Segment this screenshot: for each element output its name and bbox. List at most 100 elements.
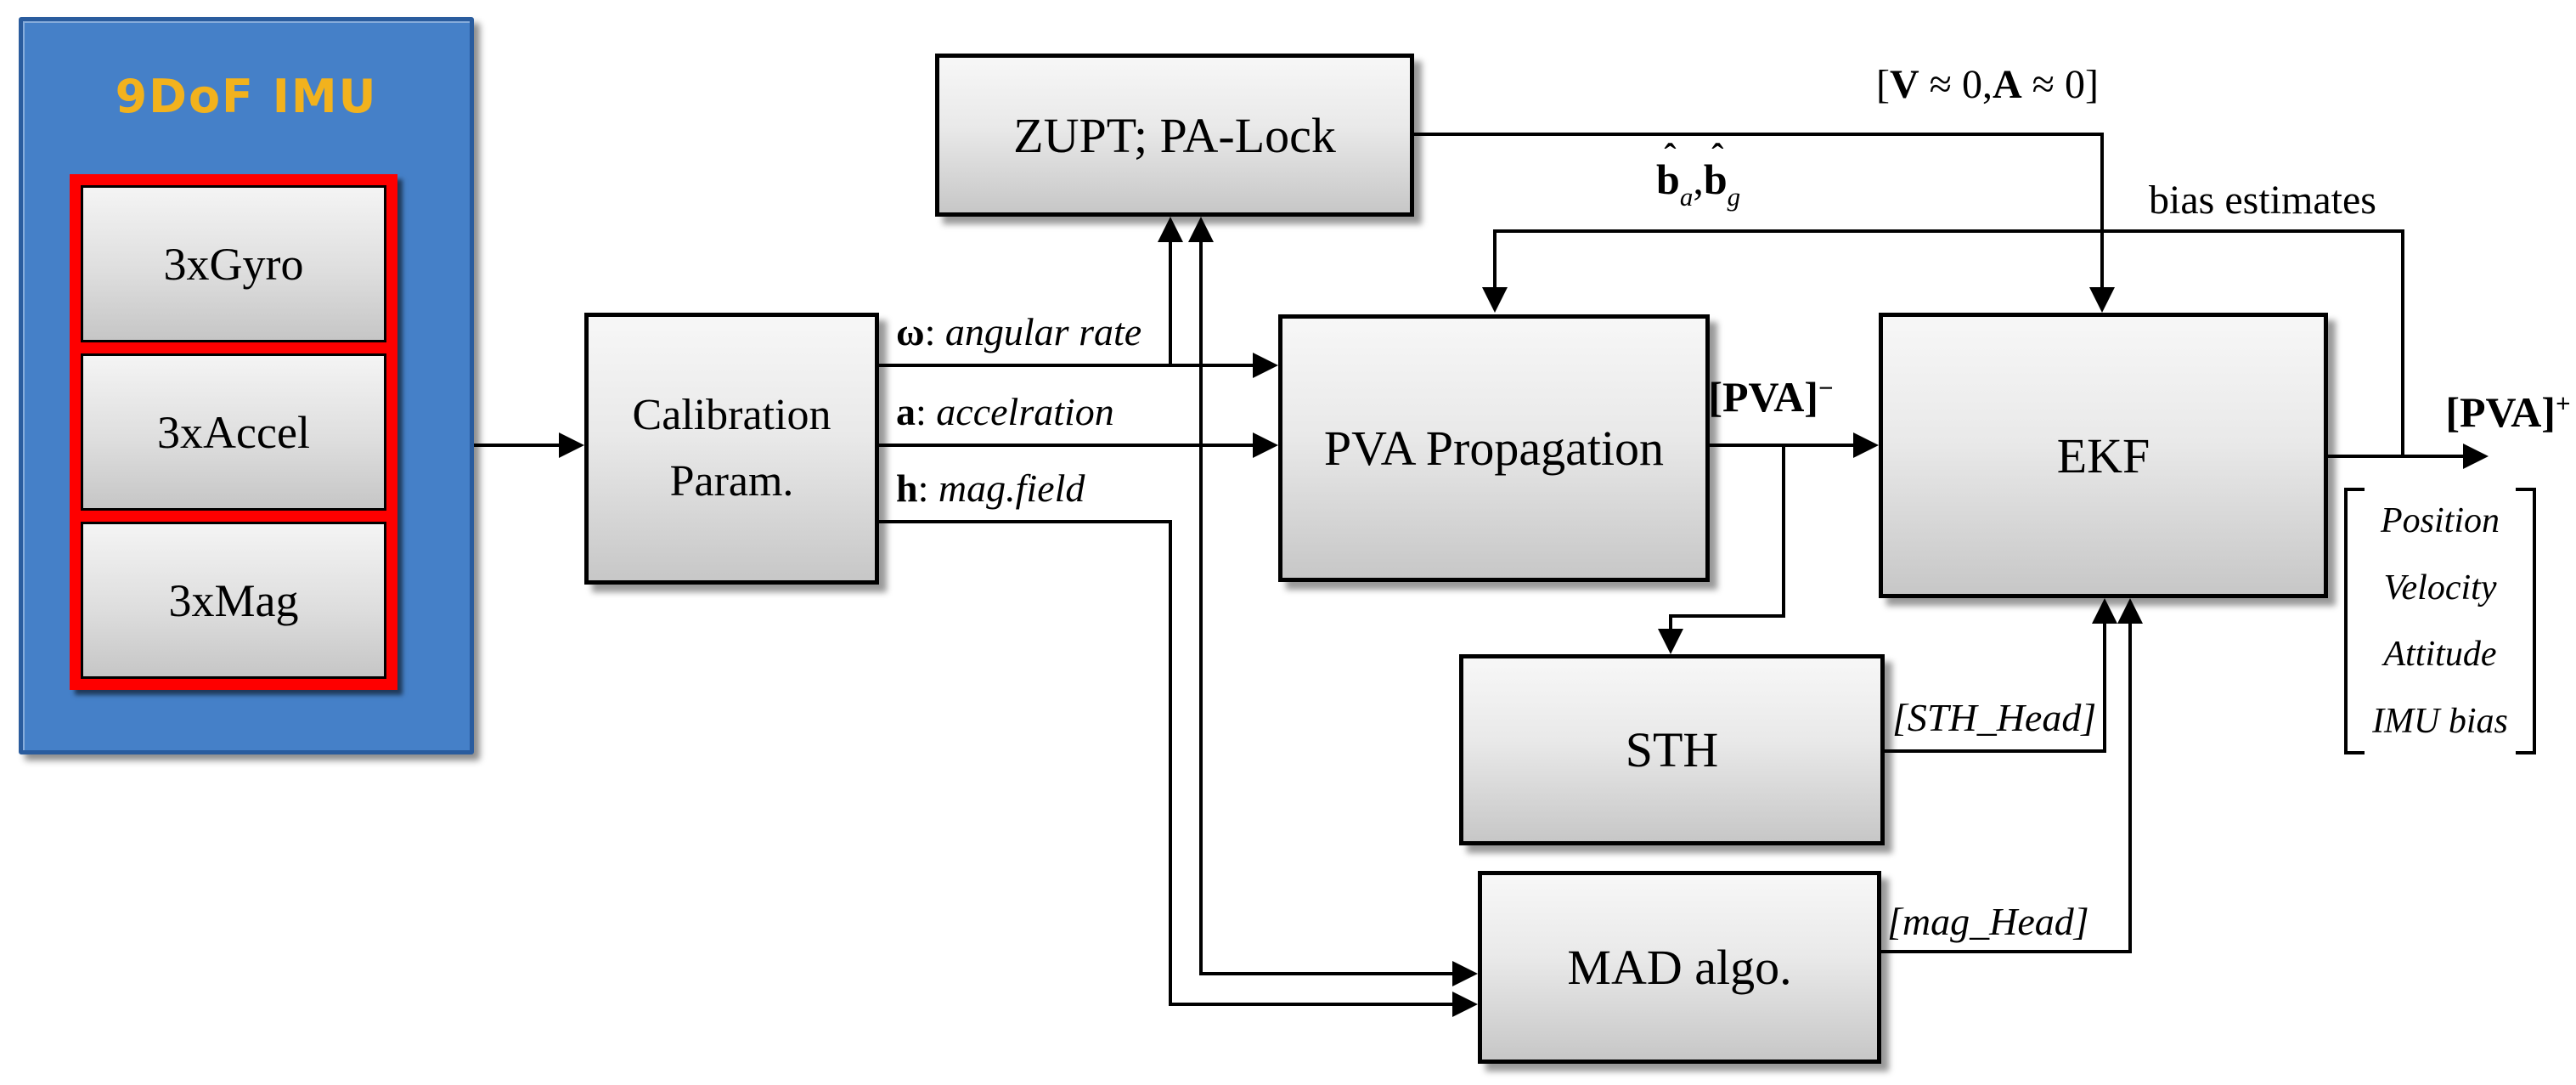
node-ekf: EKF [1879,313,2328,598]
vector-row-imu-bias: IMU bias [2372,701,2508,741]
vector-bracket-left [2344,488,2365,754]
vector-row-velocity: Velocity [2383,568,2497,607]
node-calibration-line2: Param. [669,457,794,506]
sub-a: a [1679,181,1694,212]
arrowhead-bias-to-pva [1482,287,1508,313]
omega-symbol: ω [896,310,925,353]
edge-imu-to-calibration [474,444,562,447]
edge-mag-to-mad [1169,1003,1456,1006]
arrowhead-accel-to-zupt [1188,217,1214,242]
mag-colon: : [917,466,929,510]
sensor-box-gyro: 3xGyro [81,185,386,342]
node-pva-label: PVA Propagation [1323,421,1665,476]
edge-sth-out [1885,749,2106,753]
node-zupt-label: ZUPT; PA-Lock [1013,107,1336,163]
imu-panel-title: 9DoF IMU [115,70,378,123]
label-mag-head: [mag_Head] [1887,900,2089,943]
arrowhead-sth-to-ekf [2092,598,2117,624]
arrowhead-mad-to-ekf [2117,598,2143,624]
label-omega-signal: ω: angular rate [896,309,1141,354]
pva-minus-sup: − [1818,372,1834,403]
sensor-label-accel: 3xAccel [157,406,310,458]
edge-omega-line [879,364,1256,367]
zupt-cond-v-rest: ≈ 0, [1919,62,1993,107]
arrowhead-omega-to-pva [1253,353,1278,378]
pva-plus-body: [PVA] [2445,388,2556,436]
arrowhead-accel-to-pva [1253,432,1278,458]
edge-zupt-down [2100,133,2104,289]
label-sth-head: [STH_Head] [1892,696,2097,739]
node-pva-propagation: PVA Propagation [1278,314,1710,582]
node-calibration: Calibration Param. [584,313,879,585]
accel-symbol: a [896,390,916,433]
edge-bias-down [1493,229,1497,289]
sensor-label-mag: 3xMag [168,574,299,626]
zupt-cond-a: A [1993,62,2022,107]
omega-desc: angular rate [944,310,1142,353]
sensor-frame: 3xGyro 3xAccel 3xMag [70,174,397,690]
hat1: ˆ [1664,136,1677,177]
arrowhead-imu-to-calibration [559,432,584,458]
edge-mag-line [879,520,1172,523]
vector-bracket-right [2516,488,2536,754]
b1: b [1656,155,1680,203]
edge-ekf-out [2328,455,2466,458]
zupt-cond-a-rest: ≈ 0 [2021,62,2086,107]
vector-row-attitude: Attitude [2383,635,2497,675]
arrowhead-zupt-to-ekf [2089,287,2115,313]
edge-sth-up [2103,622,2106,753]
node-mad-label: MAD algo. [1567,940,1792,995]
accel-desc: accelration [936,390,1114,433]
output-state-vector: Position Velocity Attitude IMU bias [2344,488,2536,754]
arrowhead-pva-to-sth [1658,629,1683,654]
edge-accel-branch-down [1199,445,1203,974]
node-ekf-label: EKF [2056,427,2150,483]
sensor-box-mag: 3xMag [81,522,386,679]
hat2: ˆ [1711,136,1724,177]
bias-hats-comma: , [1693,155,1704,203]
edge-mad-up [2128,622,2132,953]
b2: b [1703,155,1728,203]
omega-colon: : [924,310,936,353]
node-sth-label: STH [1625,722,1719,777]
sensor-box-accel: 3xAccel [81,353,386,511]
vector-row-position: Position [2380,501,2500,541]
arrowhead-ekf-out [2463,444,2489,469]
label-pva-plus: [PVA]+ [2427,387,2576,437]
zupt-cond-close: ] [2085,62,2099,107]
label-bias-estimates: bias estimates [2149,178,2376,223]
mag-desc: mag.field [938,466,1085,510]
node-calibration-line1: Calibration [632,391,831,439]
edge-omega-branch-up [1169,240,1172,367]
edge-accel-branch-up [1199,240,1203,447]
arrowhead-accel-to-mad [1452,961,1478,986]
edge-mag-branch-down [1169,520,1172,1006]
node-mad-algo: MAD algo. [1478,871,1881,1064]
edge-pva-branch-stub [1669,614,1672,630]
label-accel-signal: a: accelration [896,389,1114,434]
edge-accel-line [879,444,1256,447]
mag-symbol: h [896,466,918,510]
edge-bias-feedback [1493,229,2404,233]
sub-g: g [1727,181,1741,212]
label-mag-signal: h: mag.field [896,466,1085,511]
edge-pva-branch-down [1782,445,1785,618]
zupt-cond-v: V [1889,62,1919,107]
arrowhead-mag-to-mad [1452,992,1478,1017]
node-sth: STH [1459,654,1885,845]
node-zupt-palock: ZUPT; PA-Lock [935,54,1414,217]
arrowhead-omega-to-zupt [1158,217,1183,242]
edge-zupt-out [1414,133,2104,136]
label-pva-minus: [PVA]− [1686,372,1856,421]
edge-pva-branch-left [1669,614,1785,618]
edge-mad-out [1881,950,2132,953]
edge-accel-to-mad [1199,972,1456,975]
pva-minus-body: [PVA] [1708,373,1818,421]
accel-colon: : [916,390,927,433]
label-zupt-condition: [V ≈ 0,A ≈ 0] [1860,61,2115,108]
sensor-label-gyro: 3xGyro [163,238,304,290]
